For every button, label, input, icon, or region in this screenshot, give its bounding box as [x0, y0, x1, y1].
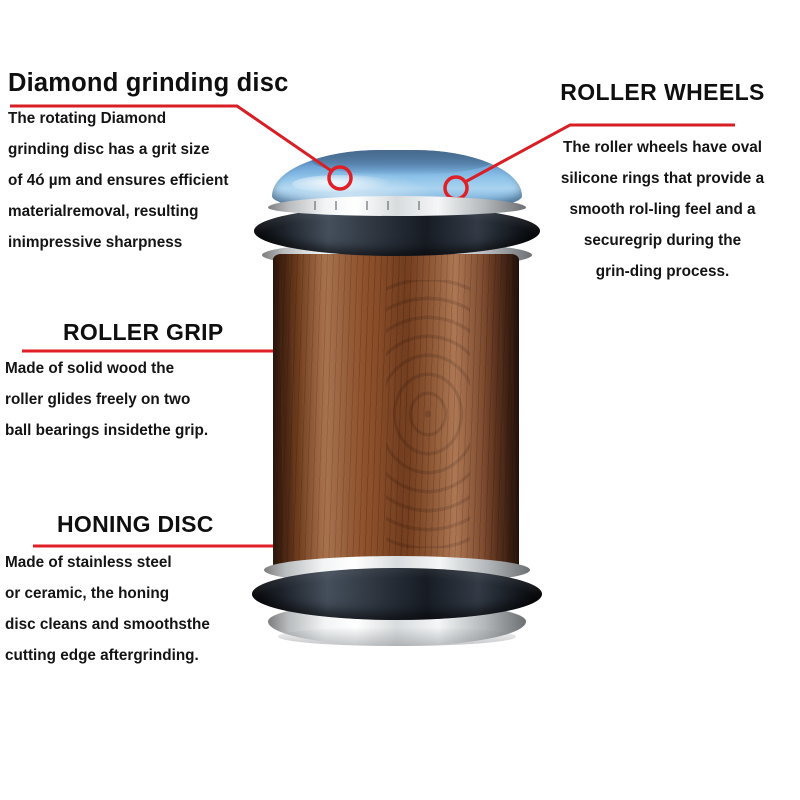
wood-grain-texture: [273, 254, 519, 574]
callout-line: smooth rol-ling feel and a: [569, 201, 756, 219]
callout-honing-disc: HONING DISC Made of stainless steel or c…: [5, 512, 325, 671]
callout-body-diamond: The rotating Diamond grinding disc has a…: [8, 103, 308, 258]
callout-title-diamond: Diamond grinding disc: [8, 69, 289, 97]
callout-title-wheels: ROLLER WHEELS: [560, 79, 765, 105]
cylinder-shading: [273, 254, 519, 574]
callout-line: grin-ding process.: [595, 263, 730, 281]
disc-top-shade: [312, 150, 492, 175]
upper-chrome-rim: [268, 196, 526, 216]
callout-roller-wheels: ROLLER WHEELS The roller wheels have ova…: [530, 80, 795, 287]
wooden-roller-grip: [273, 254, 519, 574]
callout-line: silicone rings that provide a: [560, 170, 765, 188]
callout-title-grip: ROLLER GRIP: [63, 319, 224, 345]
product-illustration: [246, 150, 546, 660]
lower-silicone-ring: [252, 568, 542, 620]
callout-line: Made of stainless steel: [5, 554, 172, 572]
base-shadow: [278, 626, 516, 646]
callout-line: or ceramic, the honing: [5, 585, 170, 603]
callout-body-honing: Made of stainless steel or ceramic, the …: [5, 547, 325, 671]
callout-line: cutting edge aftergrinding.: [5, 647, 199, 665]
callout-line: materialremoval, resulting: [8, 202, 199, 220]
callout-line: roller glides freely on two: [5, 391, 191, 409]
callout-diamond-grinding-disc: Diamond grinding disc The rotating Diamo…: [8, 70, 308, 258]
callout-line: The rotating Diamond: [8, 109, 167, 127]
callout-line: securegrip during the: [583, 232, 742, 250]
callout-line: of 4ó µm and ensures efficient: [8, 171, 229, 189]
callout-line: disc cleans and smoothsthe: [5, 616, 210, 634]
callout-line: The roller wheels have oval: [563, 139, 762, 157]
callout-roller-grip: ROLLER GRIP Made of solid wood the rolle…: [5, 320, 305, 446]
callout-body-wheels: The roller wheels have oval silicone rin…: [530, 132, 795, 287]
callout-line: inimpressive sharpness: [8, 233, 183, 251]
wood-figure-pattern: [386, 279, 470, 549]
callout-line: grinding disc has a grit size: [8, 140, 210, 158]
callout-body-grip: Made of solid wood the roller glides fre…: [5, 353, 305, 446]
callout-line: Made of solid wood the: [5, 360, 175, 378]
callout-line: ball bearings insidethe grip.: [5, 422, 209, 440]
callout-title-honing: HONING DISC: [57, 511, 214, 537]
